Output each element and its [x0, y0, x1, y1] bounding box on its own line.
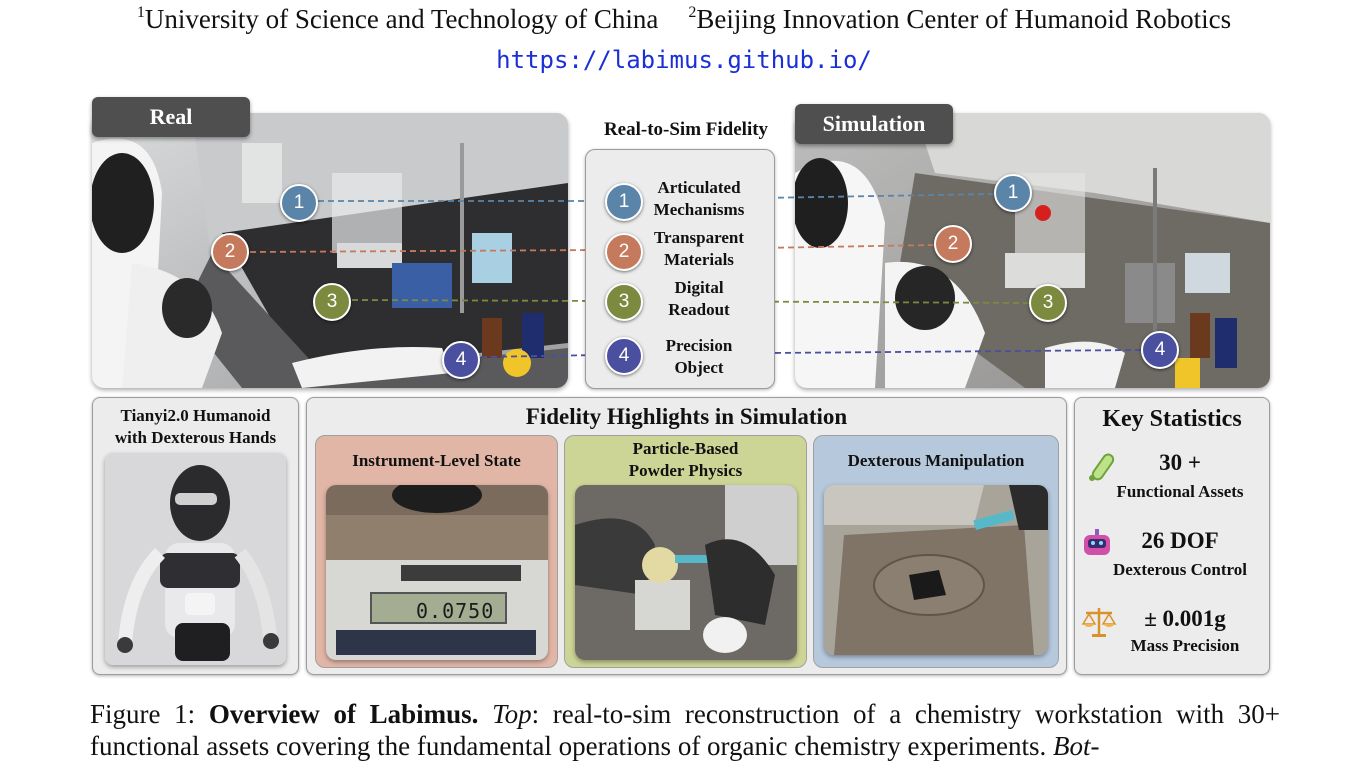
sim-badge-3: 3: [1029, 284, 1067, 322]
real-to-sim-title: Real-to-Sim Fidelity: [603, 119, 769, 140]
dexterous-manipulation-photo: [824, 485, 1048, 655]
key-statistics-panel: Key Statistics 30 + Functional Assets 26…: [1074, 397, 1270, 675]
feature-precision-object: 4 Precision Object: [586, 336, 776, 387]
highlight-instrument-state: Instrument-Level State 0.0750: [315, 435, 558, 668]
real-badge-4: 4: [442, 341, 480, 379]
feature-1-line2: Mechanisms: [653, 200, 745, 219]
real-badge-2: 2: [211, 233, 249, 271]
feature-4-line1: Precision: [665, 336, 733, 355]
stat-precision-value: ± 0.001g: [1144, 606, 1226, 631]
figure-caption: Figure 1: Overview of Labimus. Top: real…: [90, 698, 1280, 762]
feature-articulated: 1 Articulated Mechanisms: [586, 177, 776, 227]
balance-scale-icon: [1081, 608, 1117, 637]
affiliations: 1University of Science and Technology of…: [0, 4, 1368, 35]
feature-2-line2: Materials: [664, 250, 734, 269]
feature-badge-1: 1: [605, 183, 643, 221]
robot-title-2: with Dexterous Hands: [114, 428, 277, 447]
highlight-2-title-2: Powder Physics: [628, 461, 743, 480]
sim-badge-1: 1: [994, 174, 1032, 212]
robot-panel: Tianyi2.0 Humanoid with Dexterous Hands: [92, 397, 299, 675]
stat-assets-value: 30 +: [1159, 450, 1201, 475]
feature-1-line1: Articulated: [657, 178, 741, 197]
robot-photo: [105, 453, 286, 665]
stat-assets-label: Functional Assets: [1116, 482, 1244, 501]
caption-bottom-label: Bot-: [1052, 731, 1100, 761]
affiliation-1-marker: 1: [136, 4, 145, 21]
feature-4-line2: Object: [674, 358, 724, 377]
highlight-3-title: Dexterous Manipulation: [847, 451, 1025, 470]
highlight-dexterous-manipulation: Dexterous Manipulation: [813, 435, 1059, 668]
key-statistics-title: Key Statistics: [1102, 406, 1242, 432]
robot-title-1: Tianyi2.0 Humanoid: [120, 406, 271, 425]
highlight-powder-physics: Particle-Based Powder Physics: [564, 435, 807, 668]
test-tube-icon: [1089, 453, 1115, 481]
caption-text: : real-to-sim reconstruction of a chemis…: [90, 699, 1281, 761]
stat-dof-value: 26 DOF: [1141, 528, 1219, 553]
feature-badge-2: 2: [605, 233, 643, 271]
balance-readout-photo: [326, 485, 548, 660]
feature-3-line2: Readout: [668, 300, 730, 319]
robot-icon: [1084, 529, 1110, 555]
highlight-1-title: Instrument-Level State: [352, 451, 521, 470]
feature-2-line1: Transparent: [653, 228, 745, 247]
affiliation-2: Beijing Innovation Center of Humanoid Ro…: [696, 4, 1232, 34]
stat-precision-label: Mass Precision: [1130, 636, 1240, 655]
caption-top-label: Top: [492, 699, 532, 729]
caption-bold-title: Overview of Labimus.: [208, 699, 479, 729]
sim-badge-2: 2: [934, 225, 972, 263]
affiliation-1: University of Science and Technology of …: [144, 4, 659, 34]
real-badge-1: 1: [280, 184, 318, 222]
caption-figure-number: Figure 1:: [90, 699, 196, 729]
real-lab-photo: [92, 113, 568, 388]
feature-3-line1: Digital: [674, 278, 724, 297]
highlights-title: Fidelity Highlights in Simulation: [525, 404, 848, 429]
highlight-2-title-1: Particle-Based: [632, 439, 739, 458]
balance-readout-value: 0.0750: [416, 599, 495, 623]
highlights-panel: Fidelity Highlights in Simulation Instru…: [306, 397, 1067, 675]
real-tag: Real: [92, 97, 250, 137]
stat-dof-label: Dexterous Control: [1113, 560, 1247, 579]
feature-transparent: 2 Transparent Materials: [586, 228, 776, 279]
sim-badge-4: 4: [1141, 331, 1179, 369]
real-badge-3: 3: [313, 283, 351, 321]
powder-physics-photo: [575, 485, 797, 660]
feature-badge-3: 3: [605, 283, 643, 321]
simulation-tag: Simulation: [795, 104, 953, 144]
project-url-link[interactable]: https://labimus.github.io/: [496, 46, 872, 74]
affiliation-2-marker: 2: [688, 4, 697, 21]
feature-badge-4: 4: [605, 337, 643, 375]
simulation-lab-photo: [795, 113, 1270, 388]
fidelity-features-box: 1 Articulated Mechanisms 2 Transparent M…: [585, 149, 775, 389]
feature-digital-readout: 3 Digital Readout: [586, 278, 776, 329]
